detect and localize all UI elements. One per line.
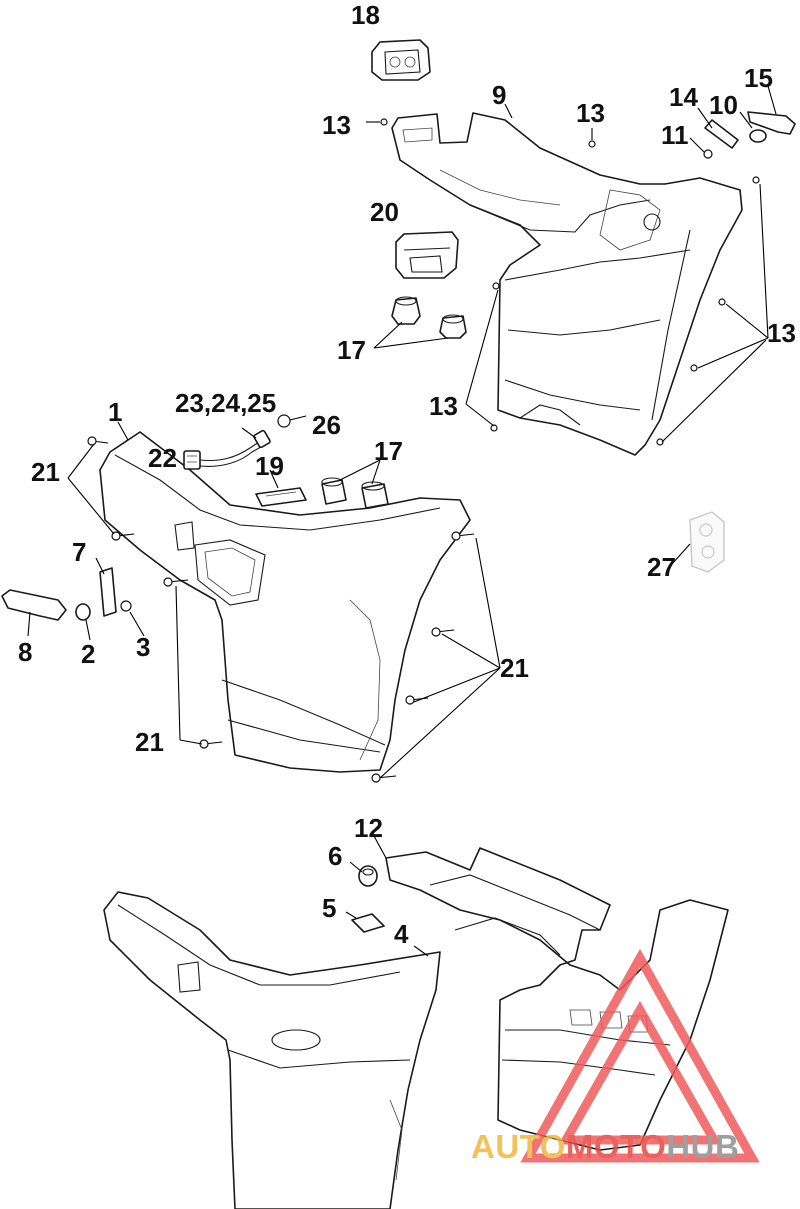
link-part-7 <box>99 567 117 617</box>
callout-6: 6 <box>328 841 342 871</box>
watermark-auto: AUTO <box>471 1128 566 1165</box>
watermark-moto: MOTO <box>566 1128 666 1165</box>
watermark-triangle-inner <box>558 1000 722 1145</box>
callout-17-lower: 17 <box>374 436 403 466</box>
leader-lines <box>27 85 777 957</box>
latch-assembly-part-20 <box>395 231 459 279</box>
link-and-lever-parts <box>703 111 796 159</box>
grommets-part-17-lower <box>321 477 389 509</box>
screws-part-13 <box>380 118 760 446</box>
washer-part-10 <box>749 129 767 143</box>
connector-part-22 <box>183 450 201 470</box>
callout-labels: 18 9 13 13 14 10 15 11 20 17 13 13 1 23,… <box>18 0 796 949</box>
callout-13-top-right: 13 <box>576 98 605 128</box>
lever-part-8 <box>1 589 67 621</box>
lower-left-cover-part-4 <box>103 891 441 1209</box>
automotohub-watermark: AUTOMOTOHUB <box>471 948 760 1165</box>
callout-3: 3 <box>136 632 150 662</box>
lower-right-cover-part-12 <box>385 847 729 1151</box>
screw-part-3 <box>120 600 132 612</box>
watermark-text: AUTOMOTOHUB <box>471 1128 739 1165</box>
callout-13-left: 13 <box>429 391 458 421</box>
callout-12: 12 <box>354 813 383 843</box>
latch-part-18 <box>371 39 431 81</box>
front-cover-part-1 <box>99 431 471 773</box>
callout-18: 18 <box>351 0 380 30</box>
lever-part-15 <box>747 111 796 135</box>
callout-10: 10 <box>709 90 738 120</box>
callout-1: 1 <box>108 397 122 427</box>
washer-part-2 <box>75 603 91 621</box>
callout-4: 4 <box>394 919 409 949</box>
screws-part-21 <box>87 436 475 783</box>
callout-27: 27 <box>647 552 676 582</box>
callout-23-24-25: 23,24,25 <box>175 388 276 418</box>
callout-21-left: 21 <box>31 457 60 487</box>
grommet-strip-part-19 <box>255 487 307 507</box>
callout-21-bottom: 21 <box>135 727 164 757</box>
pad-part-5 <box>351 913 385 933</box>
callout-5: 5 <box>322 893 336 923</box>
faint-part-27 <box>689 511 725 573</box>
nut-part-26 <box>277 414 291 428</box>
screw-part-11 <box>703 149 713 159</box>
callout-14: 14 <box>669 82 698 112</box>
callout-9: 9 <box>492 80 506 110</box>
callout-2: 2 <box>81 639 95 669</box>
callout-26: 26 <box>312 410 341 440</box>
upper-rear-cover-part-9 <box>391 112 743 456</box>
callout-13-top-left: 13 <box>322 110 351 140</box>
watermark-hub: HUB <box>666 1128 739 1165</box>
grommets-part-17-upper <box>391 296 467 339</box>
callout-13-right: 13 <box>767 318 796 348</box>
callout-11: 11 <box>661 120 689 150</box>
callout-7: 7 <box>72 537 86 567</box>
wire-harness-part-23-24-25 <box>199 429 271 467</box>
callout-8: 8 <box>18 637 32 667</box>
callout-19: 19 <box>255 451 284 481</box>
watermark-triangle-outer <box>520 948 760 1163</box>
callout-20: 20 <box>370 197 399 227</box>
grommet-part-6 <box>358 865 378 887</box>
callout-22: 22 <box>148 443 177 473</box>
callout-21-right: 21 <box>500 653 529 683</box>
callout-17-upper: 17 <box>337 335 366 365</box>
link-part-14 <box>704 119 739 149</box>
callout-15: 15 <box>744 63 773 93</box>
